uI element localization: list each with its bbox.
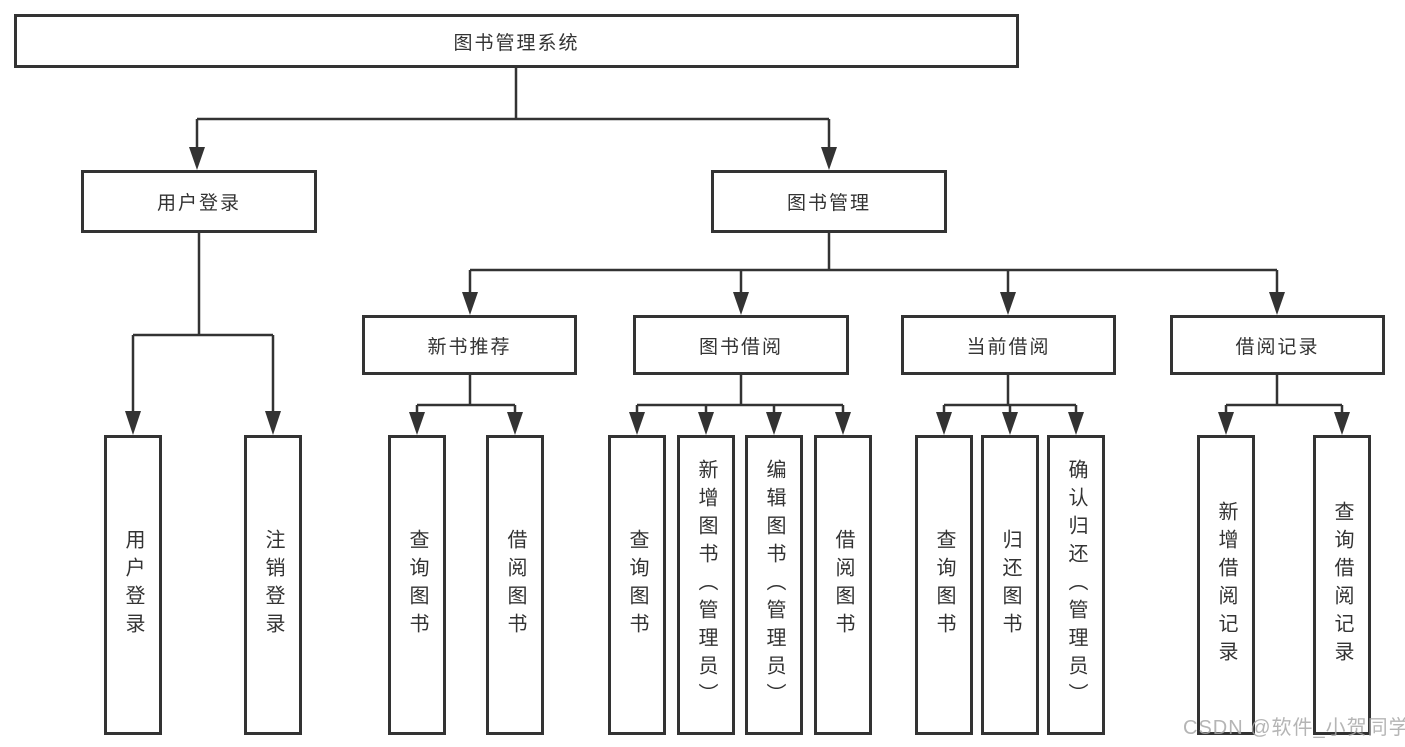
arrow-down-icon	[1002, 412, 1018, 435]
node-book-borrow: 图书借阅	[633, 315, 849, 375]
node-current-borrow-label: 当前借阅	[966, 336, 1051, 358]
arrow-down-icon	[1068, 412, 1084, 435]
connector-group	[131, 66, 1344, 414]
arrow-down-icon	[936, 412, 952, 435]
leaf-edit-books-admin-label: 编辑图书（管理员）	[763, 459, 785, 711]
connector-bookborrow-to-leaves	[635, 373, 845, 414]
arrow-down-icon	[265, 411, 281, 435]
leaf-logout: 注销登录	[244, 435, 302, 735]
connector-root-to-branches	[195, 66, 831, 150]
connector-records-to-leaves	[1224, 373, 1344, 414]
leaf-add-books-admin-label: 新增图书（管理员）	[695, 459, 717, 711]
node-book-management-label: 图书管理	[786, 193, 871, 214]
leaf-current-query-books-label: 查询图书	[933, 529, 955, 641]
arrow-down-icon	[189, 147, 205, 170]
arrowheads	[125, 147, 1350, 435]
connector-userlogin-to-leaves	[131, 231, 275, 413]
leaf-user-login: 用户登录	[104, 435, 162, 735]
node-current-borrow: 当前借阅	[901, 315, 1116, 375]
arrow-down-icon	[821, 147, 837, 170]
arrow-down-icon	[698, 412, 714, 435]
arrow-down-icon	[462, 292, 478, 315]
node-new-book-recommend: 新书推荐	[362, 315, 577, 375]
connector-currentborrow-to-leaves	[942, 373, 1078, 414]
node-root: 图书管理系统	[14, 14, 1019, 68]
leaf-borrow-query-books-label: 查询图书	[626, 529, 648, 641]
leaf-query-borrow-record: 查询借阅记录	[1313, 435, 1371, 735]
arrow-down-icon	[629, 412, 645, 435]
leaf-query-borrow-record-label: 查询借阅记录	[1331, 501, 1353, 669]
node-book-borrow-label: 图书借阅	[698, 336, 783, 358]
leaf-return-books-label: 归还图书	[999, 529, 1021, 641]
connector-newbook-to-leaves	[415, 373, 517, 414]
node-borrow-records: 借阅记录	[1170, 315, 1385, 375]
leaf-user-login-label: 用户登录	[122, 529, 144, 641]
leaf-edit-books-admin: 编辑图书（管理员）	[745, 435, 803, 735]
leaf-confirm-return-admin-label: 确认归还（管理员）	[1065, 459, 1087, 711]
arrow-down-icon	[766, 412, 782, 435]
leaf-current-query-books: 查询图书	[915, 435, 973, 735]
arrow-down-icon	[1269, 292, 1285, 315]
leaf-newbook-query-books-label: 查询图书	[406, 529, 428, 641]
arrow-down-icon	[125, 411, 141, 435]
leaf-return-books: 归还图书	[981, 435, 1039, 735]
leaf-newbook-query-books: 查询图书	[388, 435, 446, 735]
arrow-down-icon	[409, 412, 425, 435]
node-new-book-recommend-label: 新书推荐	[427, 336, 512, 358]
arrow-down-icon	[835, 412, 851, 435]
arrow-down-icon	[733, 292, 749, 315]
leaf-logout-label: 注销登录	[262, 529, 284, 641]
leaf-borrow-borrow-books: 借阅图书	[814, 435, 872, 735]
watermark: CSDN @软件_小贺同学	[1183, 717, 1405, 739]
arrow-down-icon	[1000, 292, 1016, 315]
leaf-confirm-return-admin: 确认归还（管理员）	[1047, 435, 1105, 735]
node-user-login: 用户登录	[81, 170, 317, 233]
arrow-down-icon	[507, 412, 523, 435]
node-user-login-label: 用户登录	[156, 193, 241, 214]
node-borrow-records-label: 借阅记录	[1235, 336, 1320, 358]
leaf-newbook-borrow-books: 借阅图书	[486, 435, 544, 735]
node-root-label: 图书管理系统	[453, 32, 580, 54]
leaf-add-borrow-record: 新增借阅记录	[1197, 435, 1255, 735]
leaf-add-borrow-record-label: 新增借阅记录	[1215, 501, 1237, 669]
leaf-borrow-query-books: 查询图书	[608, 435, 666, 735]
connector-bookmgmt-to-modules	[468, 231, 1279, 295]
leaf-newbook-borrow-books-label: 借阅图书	[504, 529, 526, 641]
arrow-down-icon	[1334, 412, 1350, 435]
leaf-add-books-admin: 新增图书（管理员）	[677, 435, 735, 735]
arrow-down-icon	[1218, 412, 1234, 435]
node-book-management: 图书管理	[711, 170, 947, 233]
leaf-borrow-borrow-books-label: 借阅图书	[832, 529, 854, 641]
